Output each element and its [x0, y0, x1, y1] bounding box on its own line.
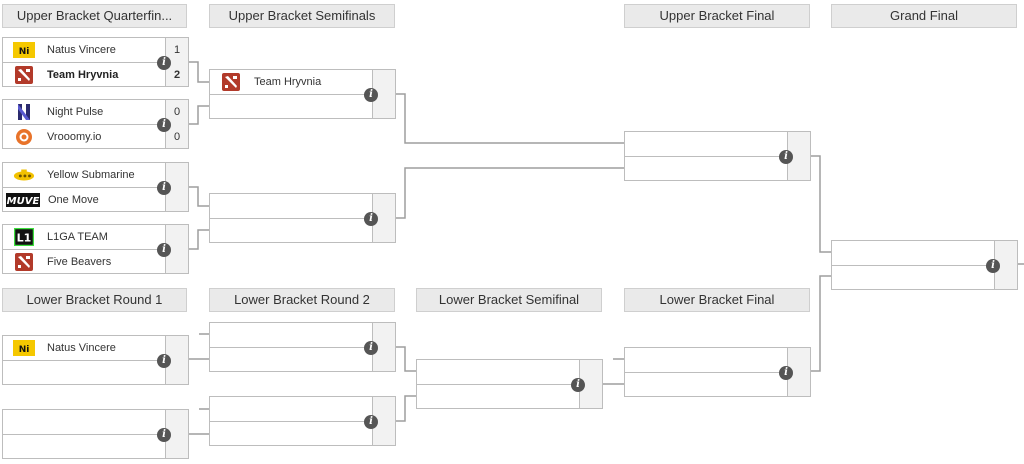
night-pulse-logo-icon: [13, 103, 35, 121]
one-move-logo-icon: MUVE: [6, 191, 40, 209]
match-info-icon[interactable]: i: [157, 56, 171, 70]
vrooomy-logo-icon: [13, 128, 35, 146]
match-info-icon[interactable]: i: [157, 181, 171, 195]
svg-text:MUVE: MUVE: [7, 196, 40, 207]
match-lb-r1-2[interactable]: i: [2, 409, 189, 459]
header-grand-final: Grand Final: [831, 4, 1017, 28]
l1ga-logo-icon: L1: [13, 228, 35, 246]
match-info-icon[interactable]: i: [779, 150, 793, 164]
team-row[interactable]: [210, 95, 373, 119]
svg-text:Ni: Ni: [19, 47, 30, 57]
team-row[interactable]: Ni Natus Vincere: [3, 336, 166, 360]
header-lower-bracket-round-2: Lower Bracket Round 2: [209, 288, 395, 312]
match-lb-r1-1[interactable]: Ni Natus Vincere i: [2, 335, 189, 385]
team-name: Team Hryvnia: [47, 69, 119, 81]
match-lb-semifinal[interactable]: i: [416, 359, 603, 409]
match-info-icon[interactable]: i: [571, 378, 585, 392]
row-divider: [3, 249, 188, 250]
team-name: Natus Vincere: [47, 342, 116, 354]
match-info-icon[interactable]: i: [364, 212, 378, 226]
team-row[interactable]: Team Hryvnia: [210, 70, 373, 94]
row-divider: [210, 94, 395, 95]
match-info-icon[interactable]: i: [157, 354, 171, 368]
row-divider: [3, 434, 188, 435]
row-divider: [210, 421, 395, 422]
svg-text:L1: L1: [17, 232, 32, 245]
row-divider: [3, 62, 188, 63]
team-row[interactable]: Night Pulse: [3, 100, 166, 124]
team-row[interactable]: MUVE One Move: [3, 188, 166, 212]
dota2-logo-icon: [13, 66, 35, 84]
team-score: 0: [173, 106, 181, 118]
match-ub-qf-1[interactable]: Ni Natus Vincere Team Hryvnia 1 2 i: [2, 37, 189, 87]
team-score: 0: [173, 131, 181, 143]
team-name: Natus Vincere: [47, 44, 116, 56]
match-lb-final[interactable]: i: [624, 347, 811, 397]
header-upper-bracket-quarterfinals: Upper Bracket Quarterfin...: [2, 4, 187, 28]
row-divider: [417, 384, 602, 385]
match-ub-qf-2[interactable]: Night Pulse Vrooomy.io 0 0 i: [2, 99, 189, 149]
match-ub-final[interactable]: i: [624, 131, 811, 181]
match-info-icon[interactable]: i: [157, 428, 171, 442]
navi-logo-icon: Ni: [13, 41, 35, 59]
row-divider: [625, 156, 810, 157]
header-lower-bracket-round-1: Lower Bracket Round 1: [2, 288, 187, 312]
navi-logo-icon: Ni: [13, 339, 35, 357]
row-divider: [210, 347, 395, 348]
team-name: Yellow Submarine: [47, 169, 135, 181]
header-upper-bracket-final: Upper Bracket Final: [624, 4, 810, 28]
dota2-logo-icon: [13, 253, 35, 271]
match-info-icon[interactable]: i: [779, 366, 793, 380]
team-name: Five Beavers: [47, 256, 112, 268]
team-name: Team Hryvnia: [254, 76, 322, 88]
match-ub-qf-4[interactable]: L1 L1GA TEAM Five Beavers i: [2, 224, 189, 274]
match-ub-sf-1[interactable]: Team Hryvnia i: [209, 69, 396, 119]
match-lb-r2-2[interactable]: i: [209, 396, 396, 446]
team-row[interactable]: L1 L1GA TEAM: [3, 225, 166, 249]
team-name: L1GA TEAM: [47, 231, 108, 243]
team-name: Night Pulse: [47, 106, 104, 118]
row-divider: [832, 265, 1017, 266]
row-divider: [3, 187, 188, 188]
team-row[interactable]: Vrooomy.io: [3, 125, 166, 149]
row-divider: [3, 360, 188, 361]
row-divider: [625, 372, 810, 373]
dota2-logo-icon: [220, 73, 242, 91]
team-row[interactable]: Team Hryvnia: [3, 63, 166, 87]
team-row[interactable]: [3, 361, 166, 385]
header-lower-bracket-final: Lower Bracket Final: [624, 288, 810, 312]
svg-text:Ni: Ni: [19, 345, 30, 355]
team-row[interactable]: Yellow Submarine: [3, 163, 166, 187]
yellow-submarine-logo-icon: [13, 166, 35, 184]
team-row[interactable]: Five Beavers: [3, 250, 166, 274]
team-score: 2: [173, 69, 181, 81]
match-ub-qf-3[interactable]: Yellow Submarine MUVE One Move i: [2, 162, 189, 212]
row-divider: [210, 218, 395, 219]
team-name: One Move: [48, 194, 99, 206]
row-divider: [3, 124, 188, 125]
match-info-icon[interactable]: i: [364, 341, 378, 355]
team-row[interactable]: Ni Natus Vincere: [3, 38, 166, 62]
match-ub-sf-2[interactable]: i: [209, 193, 396, 243]
match-grand-final[interactable]: i: [831, 240, 1018, 290]
team-score: 1: [173, 44, 181, 56]
match-info-icon[interactable]: i: [157, 243, 171, 257]
header-lower-bracket-semifinal: Lower Bracket Semifinal: [416, 288, 602, 312]
header-upper-bracket-semifinals: Upper Bracket Semifinals: [209, 4, 395, 28]
match-info-icon[interactable]: i: [364, 88, 378, 102]
team-name: Vrooomy.io: [47, 131, 102, 143]
match-lb-r2-1[interactable]: i: [209, 322, 396, 372]
match-info-icon[interactable]: i: [364, 415, 378, 429]
match-info-icon[interactable]: i: [157, 118, 171, 132]
match-info-icon[interactable]: i: [986, 259, 1000, 273]
